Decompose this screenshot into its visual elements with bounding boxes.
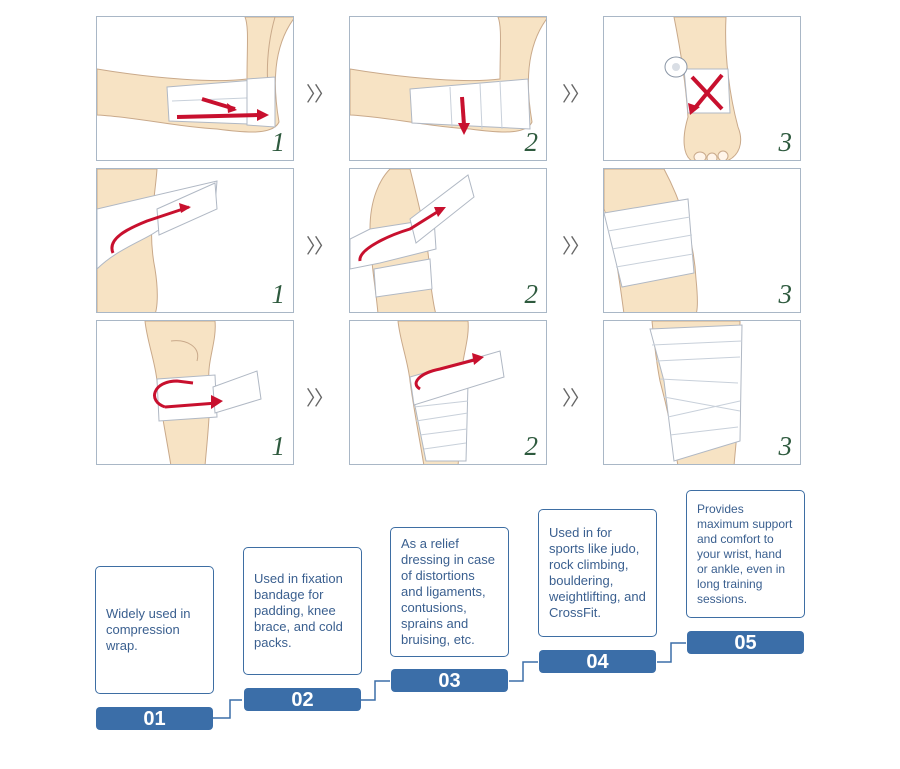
use-card-2-text: Used in fixation bandage for padding, kn… [254,571,343,650]
knee-step-2-panel: 2 [349,320,547,465]
use-card-1-text: Widely used in compression wrap. [106,606,191,653]
use-card-2: Used in fixation bandage for padding, kn… [243,547,362,675]
knee-step-1-illustration [144,321,262,464]
knee-chevron-2: 〉〉 [562,386,590,410]
ankle-step-2-number: 2 [524,127,539,157]
leg-step-2-number: 2 [524,279,539,309]
leg-step-2-illustration [350,169,475,312]
ankle-chevron-2: 〉〉 [562,82,590,106]
leg-step-1-number: 1 [271,279,286,309]
leg-step-3-illustration [604,169,698,312]
leg-step-1-panel: 1 [96,168,294,313]
knee-step-1-number: 1 [271,431,286,461]
ankle-step-3-illustration [664,17,742,160]
knee-step-2-number: 2 [524,431,539,461]
use-badge-1: 01 [96,707,213,730]
knee-chevron-1: 〉〉 [306,386,334,410]
use-badge-5: 05 [687,631,804,654]
leg-step-3-panel: 3 [603,168,801,313]
knee-step-3-panel: 3 [603,320,801,465]
leg-chevron-1: 〉〉 [306,234,334,258]
ankle-step-1-illustration [97,17,293,133]
ankle-step-1-number: 1 [271,127,286,157]
use-card-4: Used in for sports like judo, rock climb… [538,509,657,637]
use-card-3: As a relief dressing in case of distorti… [390,527,509,657]
ankle-step-2-illustration [350,17,546,135]
use-badge-4: 04 [539,650,656,673]
leg-chevron-2: 〉〉 [562,234,590,258]
ankle-chevron-1: 〉〉 [306,82,334,106]
ankle-step-1-panel: 1 [96,16,294,161]
knee-step-1-panel: 1 [96,320,294,465]
leg-step-3-number: 3 [778,279,793,309]
knee-step-3-illustration [649,321,743,464]
use-card-5-text: Provides maximum support and comfort to … [697,501,793,606]
use-card-5: Provides maximum support and comfort to … [686,490,805,618]
ankle-step-3-number: 3 [778,127,793,157]
ankle-step-2-panel: 2 [349,16,547,161]
use-card-4-text: Used in for sports like judo, rock climb… [549,525,646,620]
use-badge-2: 02 [244,688,361,711]
use-card-3-text: As a relief dressing in case of distorti… [401,536,495,647]
use-badge-3: 03 [391,669,508,692]
use-card-1: Widely used in compression wrap. [95,566,214,694]
knee-step-2-illustration [397,321,505,464]
leg-step-2-panel: 2 [349,168,547,313]
knee-step-3-number: 3 [778,431,793,461]
leg-step-1-illustration [97,169,218,312]
ankle-step-3-panel: 3 [603,16,801,161]
